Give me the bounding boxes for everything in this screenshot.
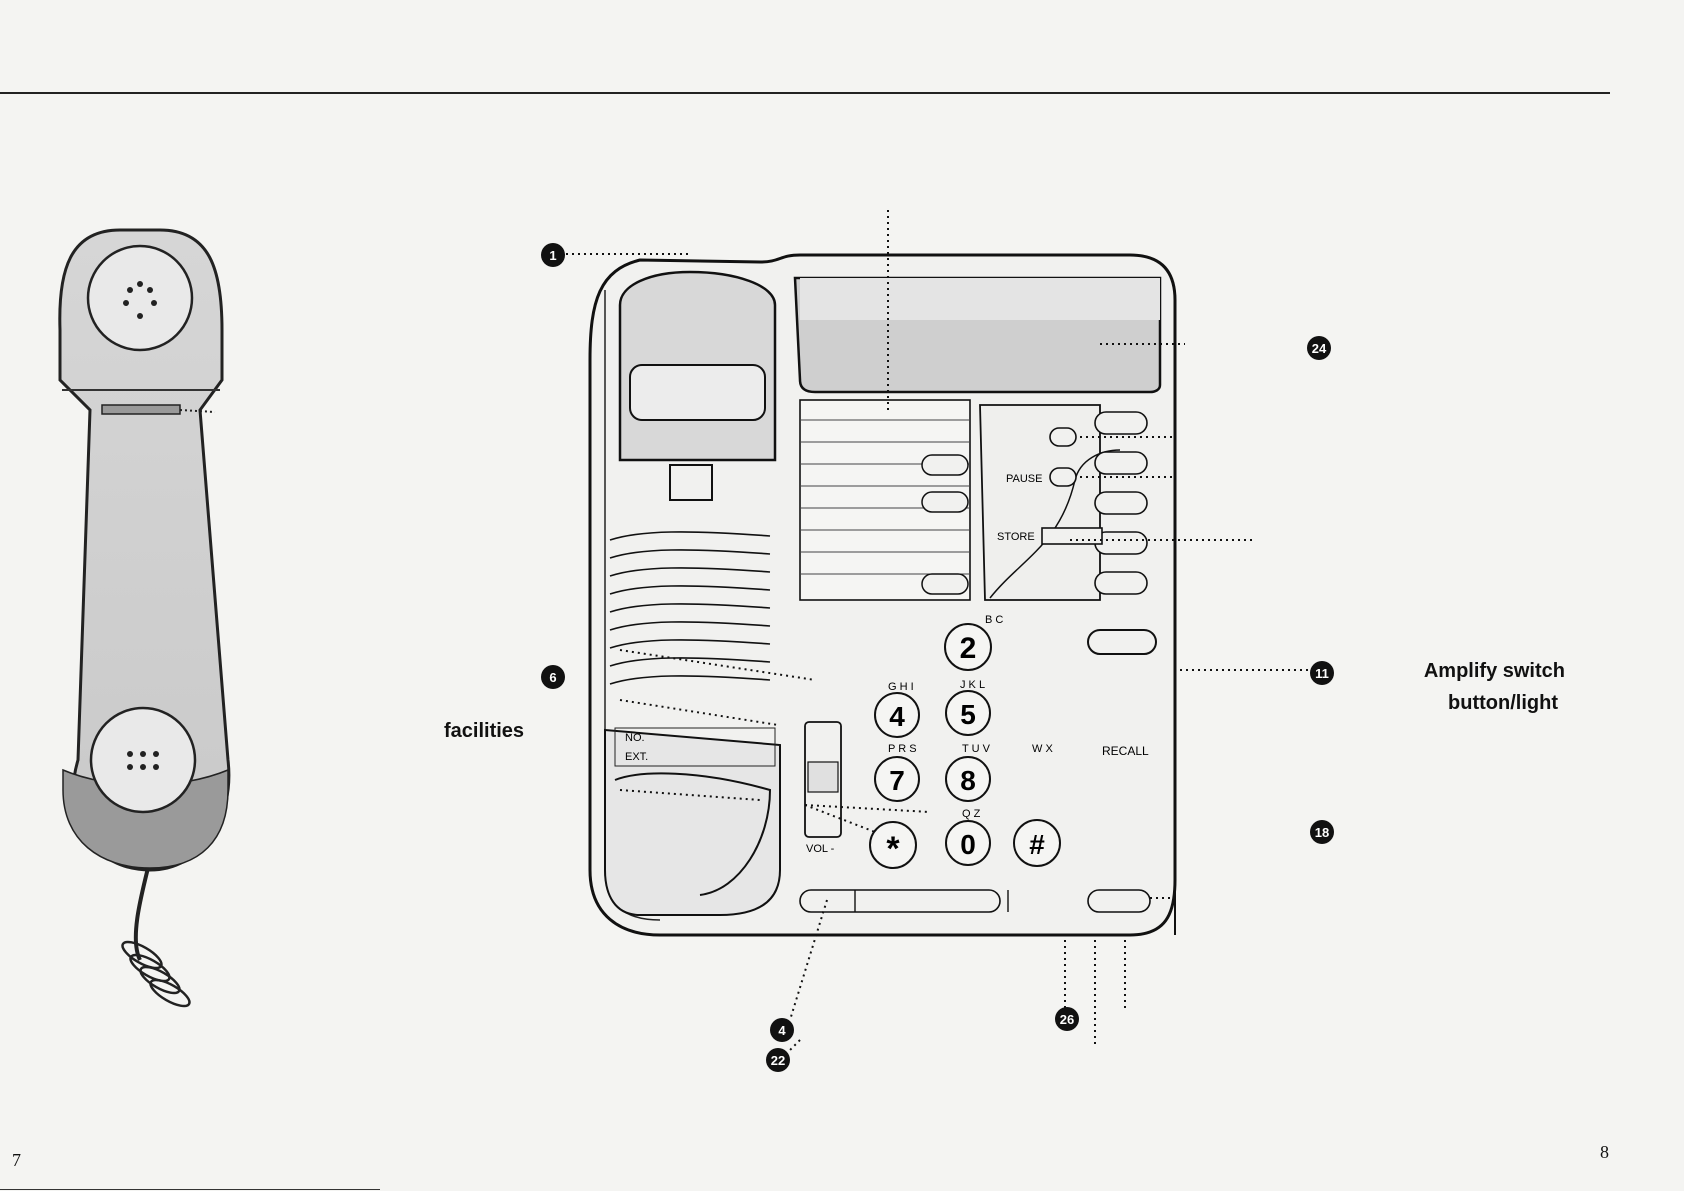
amplify-label-line1: Amplify switch [1380, 660, 1565, 683]
svg-text:T U V: T U V [962, 743, 991, 755]
store-key[interactable] [1042, 528, 1102, 544]
page-number-left: 7 [12, 1150, 21, 1171]
svg-text:*: * [886, 830, 900, 868]
hold-button[interactable] [800, 890, 1000, 912]
amplify-label-line2: button/light [1380, 692, 1558, 715]
no-label: NO. [625, 732, 645, 744]
callout-22: 22 [766, 1048, 790, 1072]
small-key-top[interactable] [1050, 428, 1076, 446]
ext-label: EXT. [625, 751, 648, 763]
page-number-right: 8 [1600, 1142, 1609, 1163]
svg-text:J K L: J K L [960, 679, 985, 691]
memory-key-2[interactable] [922, 492, 968, 512]
pause-label: PAUSE [1006, 473, 1042, 485]
svg-text:8: 8 [960, 765, 976, 796]
memory-key-3[interactable] [922, 574, 968, 594]
callout-6: 6 [541, 665, 565, 689]
svg-text:0: 0 [960, 829, 976, 860]
volume-slider-handle[interactable] [808, 762, 838, 792]
redial-button[interactable] [1088, 890, 1150, 912]
svg-text:5: 5 [960, 699, 976, 730]
callout-1: 1 [541, 243, 565, 267]
callout-24: 24 [1307, 336, 1331, 360]
handset [60, 230, 229, 1011]
svg-text:4: 4 [889, 701, 905, 732]
svg-text:7: 7 [889, 765, 905, 796]
mouthpiece [91, 708, 195, 812]
svg-text:B C: B C [985, 614, 1003, 626]
memory-key-1[interactable] [922, 455, 968, 475]
svg-text:Q Z: Q Z [962, 808, 981, 820]
key-hash[interactable]: # [1014, 820, 1060, 866]
svg-text:G H I: G H I [888, 681, 914, 693]
svg-text:2: 2 [960, 632, 977, 665]
key-star[interactable]: * [870, 822, 916, 868]
callout-4: 4 [770, 1018, 794, 1042]
programming-panel [980, 405, 1100, 600]
volume-label: VOL - [806, 843, 835, 855]
earpiece [88, 246, 192, 350]
wx-label: W X [1032, 743, 1053, 755]
amplify-button[interactable] [1088, 630, 1156, 654]
svg-text:#: # [1029, 829, 1045, 860]
pause-key[interactable] [1050, 468, 1076, 486]
base-unit: NO. EXT. [590, 255, 1175, 935]
recall-label: RECALL [1102, 744, 1149, 758]
callout-11: 11 [1310, 661, 1334, 685]
callout-26: 26 [1055, 1007, 1079, 1031]
store-label: STORE [997, 531, 1035, 543]
callout-18: 18 [1310, 820, 1334, 844]
facilities-label: facilities [444, 720, 524, 743]
svg-text:P R S: P R S [888, 743, 917, 755]
